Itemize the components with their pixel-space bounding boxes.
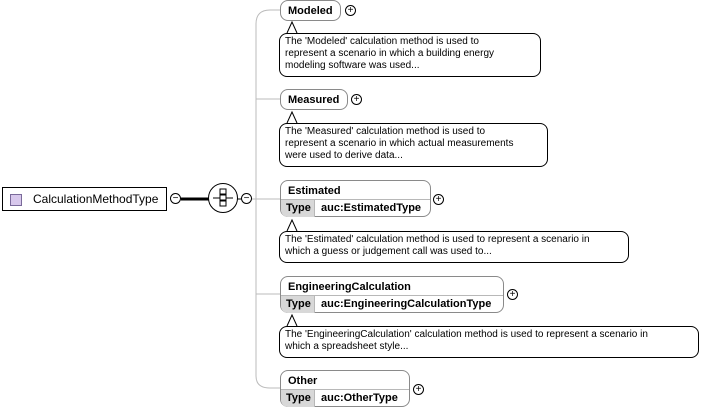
type-row: Type auc:EngineeringCalculationType [281,295,503,313]
modeled-expand-icon[interactable]: + [345,5,356,16]
doc-line: which a spreadsheet style... [285,341,409,352]
element-engineeringcalculation[interactable]: EngineeringCalculation Type auc:Engineer… [280,276,504,313]
doc-line: represent a scenario in which actual mea… [285,138,514,149]
engineeringcalculation-expand-icon[interactable]: + [507,289,518,300]
type-value: auc:EstimatedType [321,202,422,214]
doc-line: The 'Estimated' calculation method is us… [285,234,590,245]
doc-line: The 'Modeled' calculation method is used… [285,36,479,47]
doc-line: were used to derive data... [285,150,403,161]
element-other[interactable]: Other Type auc:OtherType [280,370,410,407]
measured-expand-icon[interactable]: + [351,94,362,105]
sequence-collapse-icon[interactable]: − [241,193,252,204]
element-name: Modeled [288,5,333,17]
root-collapse-icon[interactable]: − [170,193,181,204]
engineeringcalculation-documentation: The 'EngineeringCalculation' calculation… [279,326,699,358]
estimated-expand-icon[interactable]: + [433,194,444,205]
type-key: Type [281,296,315,313]
element-modeled[interactable]: Modeled [280,0,341,21]
type-row: Type auc:EstimatedType [281,199,430,217]
element-name: Other [288,375,318,387]
doc-line: The 'EngineeringCalculation' calculation… [285,329,648,340]
element-measured[interactable]: Measured [280,89,348,110]
type-key: Type [281,390,315,407]
complex-type-icon [10,194,22,206]
measured-documentation: The 'Measured' calculation method is use… [279,123,548,167]
doc-line: represent a scenario in which a building… [285,48,495,59]
element-name: Measured [288,94,340,106]
type-value: auc:EngineeringCalculationType [321,298,492,310]
type-row: Type auc:OtherType [281,389,409,407]
element-name: EngineeringCalculation [288,281,411,293]
other-expand-icon[interactable]: + [413,384,424,395]
root-element-label: CalculationMethodType [33,192,159,206]
element-name: Estimated [288,185,341,197]
modeled-documentation: The 'Modeled' calculation method is used… [279,33,541,77]
element-estimated[interactable]: Estimated Type auc:EstimatedType [280,180,431,217]
doc-line: modeling software was used... [285,60,420,71]
sequence-compositor-icon[interactable] [208,183,238,213]
estimated-documentation: The 'Estimated' calculation method is us… [279,231,629,263]
doc-line: The 'Measured' calculation method is use… [285,126,486,137]
root-element[interactable]: CalculationMethodType [2,187,167,211]
type-value: auc:OtherType [321,392,398,404]
doc-line: which a guess or judgement call was used… [285,246,492,257]
type-key: Type [281,200,315,217]
